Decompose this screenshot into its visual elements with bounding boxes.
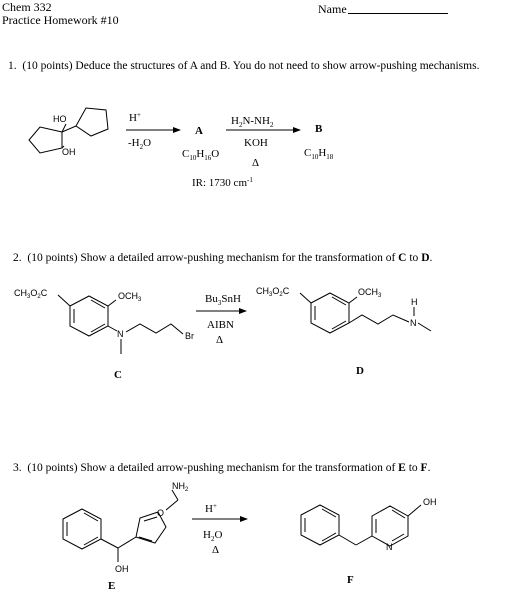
sm-ho-label: HO <box>53 114 67 124</box>
f-phenyl-ring <box>300 504 340 546</box>
q2-points: (10 points) <box>27 252 78 264</box>
q3-reagent-top: H+ <box>205 502 217 515</box>
e-furan-ring <box>135 511 167 544</box>
q1-reagent2-delta: Δ <box>252 157 259 169</box>
label-d: D <box>356 365 364 377</box>
compound-e-structure: OH O NH2 <box>62 481 189 574</box>
compound-c-structure: CH3O2C OCH3 N Br <box>14 288 194 354</box>
q3-reagent-delta: Δ <box>212 544 219 556</box>
label-b: B <box>315 123 323 135</box>
q3-f-ref: F <box>420 462 428 474</box>
course-title: Chem 332 <box>2 0 52 14</box>
name-text: Name <box>318 2 347 16</box>
e-nh2-label: NH2 <box>172 481 189 493</box>
f-pyridine-ring <box>371 505 409 547</box>
q1-arrow-1: H+ -H2O <box>126 111 181 151</box>
e-phenyl-ring <box>62 508 102 550</box>
left-cyclopentane-ring <box>28 126 63 154</box>
formula-a: C10H16O <box>182 148 219 162</box>
d-h-label: H <box>411 297 418 307</box>
e-o-label: O <box>157 508 164 518</box>
q2-text: Show a detailed arrow-pushing mechanism … <box>80 252 396 264</box>
label-a: A <box>195 125 203 137</box>
c-ome-label: OCH3 <box>118 291 142 303</box>
homework-title: Practice Homework #10 <box>2 13 119 27</box>
q1-arrow-2: H2N-NH2 KOH Δ <box>226 115 301 169</box>
name-label: Name <box>318 2 347 16</box>
e-oh-label: OH <box>115 564 129 574</box>
q1-reagent2-top: H2N-NH2 <box>231 115 274 129</box>
q2-to: to <box>409 252 419 264</box>
q2-arrow: Bu3SnH AIBN Δ <box>196 293 247 346</box>
c-ester-label: CH3O2C <box>14 288 48 300</box>
q3-text: Show a detailed arrow-pushing mechanism … <box>80 462 396 474</box>
ir-data: IR: 1730 cm-1 <box>192 176 253 189</box>
q2-number: 2. <box>13 252 22 264</box>
q1-reagent1-bottom: -H2O <box>128 137 151 151</box>
compound-f-structure: N OH <box>300 497 437 552</box>
d-ome-label: OCH3 <box>358 287 382 299</box>
question-3-prompt: 3. (10 points) Show a detailed arrow-pus… <box>13 462 431 474</box>
q1-points: (10 points) <box>22 60 73 72</box>
q2-d-ref: D <box>421 252 430 264</box>
question-1-prompt: 1. (10 points) Deduce the structures of … <box>8 60 479 73</box>
d-benzene-ring <box>310 292 350 334</box>
right-cyclopentane-ring <box>75 107 109 137</box>
question-2-prompt: 2. (10 points) Show a detailed arrow-pus… <box>13 252 433 264</box>
q1-starting-material-diol: HO OH <box>28 107 109 157</box>
q1-text: Deduce the structures of A and B. You do… <box>75 60 480 72</box>
name-blank-line[interactable] <box>348 13 448 14</box>
q3-arrow: H+ H2O Δ <box>192 502 248 556</box>
label-e: E <box>108 580 115 591</box>
q3-to: to <box>408 462 418 474</box>
f-oh-label: OH <box>423 497 437 507</box>
formula-b: C10H18 <box>304 147 334 161</box>
d-n-label: N <box>410 318 417 328</box>
label-c: C <box>114 369 122 381</box>
q2-c-ref: C <box>398 252 407 264</box>
q1-number: 1. <box>8 60 17 72</box>
c-br-label: Br <box>185 331 194 341</box>
d-ester-label: CH3O2C <box>256 286 290 298</box>
q2-reagent-top: Bu3SnH <box>205 293 241 307</box>
compound-d-structure: CH3O2C OCH3 H N <box>256 286 432 334</box>
q1-reagent1-top: H+ <box>129 111 141 124</box>
q3-points: (10 points) <box>27 462 78 474</box>
label-f: F <box>347 574 354 586</box>
c-n-label: N <box>117 329 124 339</box>
q3-reagent-mid: H2O <box>203 529 222 543</box>
q2-reagent-mid: AIBN <box>207 319 234 331</box>
c-benzene-ring <box>69 295 109 337</box>
q1-reagent2-mid: KOH <box>244 137 268 149</box>
sm-oh-label: OH <box>62 147 76 157</box>
q3-e-ref: E <box>398 462 406 474</box>
q2-reagent-delta: Δ <box>216 334 223 346</box>
q3-number: 3. <box>13 462 22 474</box>
f-n-label: N <box>386 542 393 552</box>
